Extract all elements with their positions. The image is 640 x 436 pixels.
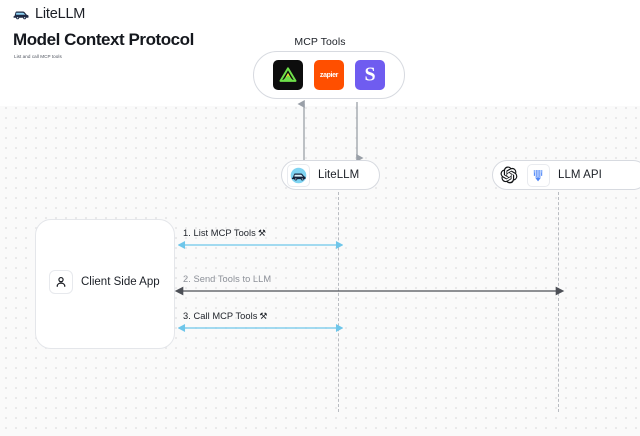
message-2-text: 2. Send Tools to LLM	[183, 274, 272, 284]
node-llm-api-label: LLM API	[558, 169, 602, 181]
zapier-wordmark-icon: zapier	[319, 71, 339, 79]
lifeline-litellm	[338, 192, 339, 412]
brand-name: LiteLLM	[35, 6, 86, 22]
mcp-tools-label: MCP Tools	[294, 36, 346, 48]
hammer-pick-icon: ⚒	[257, 228, 266, 238]
client-side-app-content: Client Side App	[49, 270, 160, 294]
openai-logo-icon	[498, 165, 519, 186]
gemini-logo-icon	[527, 163, 550, 187]
message-2-arrow	[175, 286, 565, 296]
client-side-app-box[interactable]: Client Side App	[35, 219, 175, 349]
node-litellm[interactable]: LiteLLM	[281, 160, 380, 190]
user-person-icon	[49, 270, 73, 294]
message-2-label: 2. Send Tools to LLM	[183, 274, 271, 285]
hammer-pick-icon-2: ⚒	[259, 311, 268, 321]
page-title: Model Context Protocol	[13, 30, 194, 49]
client-side-app-label: Client Side App	[81, 276, 160, 288]
mcp-tool-zapier[interactable]: zapier	[314, 60, 344, 90]
litellm-car-logo-icon	[13, 11, 29, 20]
message-1-arrow	[178, 240, 343, 250]
brand-bar: LiteLLM	[0, 0, 640, 28]
node-llm-api[interactable]: LLM API	[492, 160, 640, 190]
lifeline-llm-api	[558, 192, 559, 412]
message-1-text: 1. List MCP Tools	[183, 228, 256, 238]
mcp-litellm-connectors	[297, 100, 364, 162]
page-subtitle: List and call MCP tools	[14, 54, 62, 59]
message-3-text: 3. Call MCP Tools	[183, 311, 258, 321]
message-3-label: 3. Call MCP Tools⚒	[183, 311, 268, 322]
mcp-tools-group: zapier S	[253, 51, 405, 99]
mcp-tool-slack-s[interactable]: S	[355, 60, 385, 90]
page-heading: Model Context Protocol List and call MCP…	[13, 30, 194, 60]
litellm-node-logo-icon	[287, 163, 310, 187]
letter-s-glyph-icon: S	[364, 63, 376, 86]
message-1-label: 1. List MCP Tools⚒	[183, 228, 266, 239]
mcp-tool-dark-triangle[interactable]	[273, 60, 303, 90]
triangle-glyph-icon	[279, 67, 297, 82]
message-3-arrow	[178, 323, 343, 333]
node-litellm-label: LiteLLM	[318, 169, 360, 181]
